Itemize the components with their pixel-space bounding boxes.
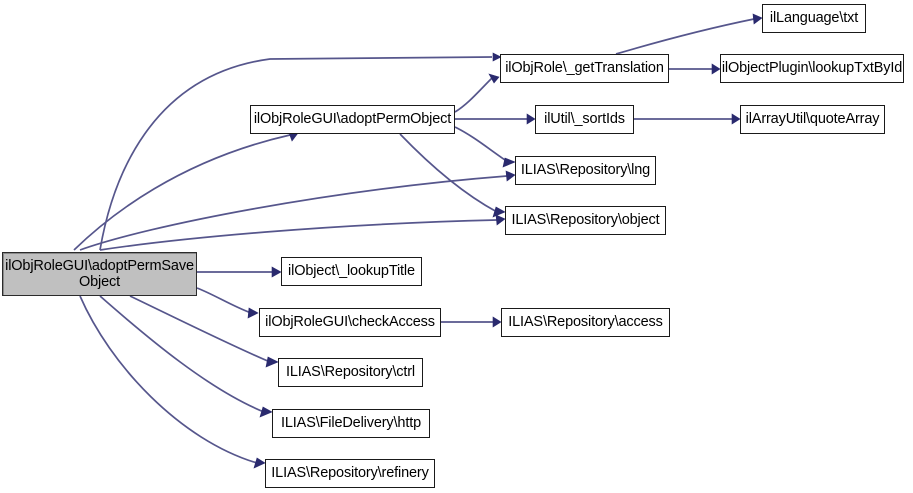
arrowhead-adoptPermSaveObject-to-getTranslation (492, 52, 502, 62)
graph-node-repoObject[interactable]: ILIAS\Repository\object (505, 206, 666, 235)
arrowhead-checkAccess-to-repoAccess (492, 316, 502, 328)
graph-node-label-repoRefinery: ILIAS\Repository\refinery (271, 465, 429, 482)
arrowhead-adoptPermObject-to-getTranslation (488, 73, 500, 84)
arrowhead-getTranslation-to-ilLanguageTxt (752, 13, 763, 25)
arrowhead-adoptPermSaveObject-to-fileDeliveryHttp (259, 406, 273, 418)
edge-adoptPermObject-to-repoObject (399, 133, 498, 213)
edge-adoptPermObject-to-repoLng (454, 126, 509, 163)
graph-node-quoteArray[interactable]: ilArrayUtil\quoteArray (740, 105, 885, 134)
graph-node-label-ilLanguageTxt: ilLanguage\txt (769, 10, 859, 27)
graph-node-lookupTitle[interactable]: ilObject\_lookupTitle (281, 257, 422, 286)
arrowhead-adoptPermSaveObject-to-repoRefinery (253, 457, 266, 469)
graph-node-adoptPermObject[interactable]: ilObjRoleGUI\adoptPermObject (250, 105, 455, 134)
graph-node-repoLng[interactable]: ILIAS\Repository\lng (515, 156, 656, 185)
graph-node-label-repoAccess: ILIAS\Repository\access (508, 314, 663, 331)
edge-group (73, 13, 763, 469)
graph-node-getTranslation[interactable]: ilObjRole\_getTranslation (500, 54, 669, 83)
arrowhead-adoptPermSaveObject-to-repoObject (495, 214, 506, 226)
graph-node-label-sortIds: ilUtil\_sortIds (544, 111, 625, 128)
graph-node-ilLanguageTxt[interactable]: ilLanguage\txt (762, 4, 866, 33)
arrowhead-adoptPermSaveObject-to-lookupTitle (271, 266, 282, 278)
edge-getTranslation-to-ilLanguageTxt (615, 18, 755, 55)
graph-node-checkAccess[interactable]: ilObjRoleGUI\checkAccess (259, 308, 441, 337)
graph-node-adoptPermSaveObject[interactable]: ilObjRoleGUI\adoptPermSave Object (2, 252, 197, 296)
edge-adoptPermSaveObject-to-fileDeliveryHttp (99, 295, 265, 413)
graph-node-label-repoObject: ILIAS\Repository\object (511, 212, 660, 229)
arrowhead-adoptPermSaveObject-to-repoCtrl (265, 356, 279, 368)
arrowhead-sortIds-to-quoteArray (731, 113, 741, 125)
edge-adoptPermSaveObject-to-checkAccess (196, 287, 252, 314)
arrowhead-adoptPermObject-to-repoObject (492, 206, 506, 218)
graph-node-repoCtrl[interactable]: ILIAS\Repository\ctrl (278, 358, 423, 387)
arrowhead-adoptPermSaveObject-to-repoLng (505, 170, 516, 182)
edge-adoptPermSaveObject-to-repoLng (79, 175, 508, 251)
edge-adoptPermSaveObject-to-repoObject (99, 219, 498, 251)
edge-adoptPermSaveObject-to-repoRefinery (79, 295, 258, 464)
graph-node-repoAccess[interactable]: ILIAS\Repository\access (501, 308, 670, 337)
arrowhead-getTranslation-to-lookupTxtById (711, 63, 721, 75)
graph-node-label-repoCtrl: ILIAS\Repository\ctrl (285, 364, 415, 381)
edge-adoptPermSaveObject-to-adoptPermObject (73, 134, 291, 251)
graph-node-repoRefinery[interactable]: ILIAS\Repository\refinery (265, 459, 435, 488)
graph-node-sortIds[interactable]: ilUtil\_sortIds (535, 105, 634, 134)
arrowhead-adoptPermObject-to-repoLng (502, 157, 516, 168)
graph-node-lookupTxtById[interactable]: ilObjectPlugin\lookupTxtById (720, 54, 904, 83)
graph-node-label-checkAccess: ilObjRoleGUI\checkAccess (265, 314, 435, 331)
edge-adoptPermSaveObject-to-repoCtrl (129, 295, 271, 363)
graph-node-label-lookupTitle: ilObject\_lookupTitle (288, 263, 415, 280)
edge-adoptPermSaveObject-to-getTranslation (99, 56, 493, 251)
arrowhead-adoptPermSaveObject-to-checkAccess (247, 307, 259, 319)
graph-node-label-lookupTxtById: ilObjectPlugin\lookupTxtById (721, 60, 903, 77)
graph-node-label-quoteArray: ilArrayUtil\quoteArray (745, 111, 880, 128)
graph-node-label-adoptPermSaveObject: ilObjRoleGUI\adoptPermSave Object (5, 257, 194, 290)
graph-node-label-getTranslation: ilObjRole\_getTranslation (505, 60, 664, 77)
edge-adoptPermObject-to-getTranslation (454, 77, 493, 113)
graph-node-fileDeliveryHttp[interactable]: ILIAS\FileDelivery\http (272, 409, 430, 438)
graph-node-label-fileDeliveryHttp: ILIAS\FileDelivery\http (281, 415, 421, 432)
arrowhead-adoptPermObject-to-sortIds (526, 113, 536, 125)
graph-node-label-adoptPermObject: ilObjRoleGUI\adoptPermObject (253, 111, 452, 128)
graph-node-label-repoLng: ILIAS\Repository\lng (520, 162, 651, 179)
